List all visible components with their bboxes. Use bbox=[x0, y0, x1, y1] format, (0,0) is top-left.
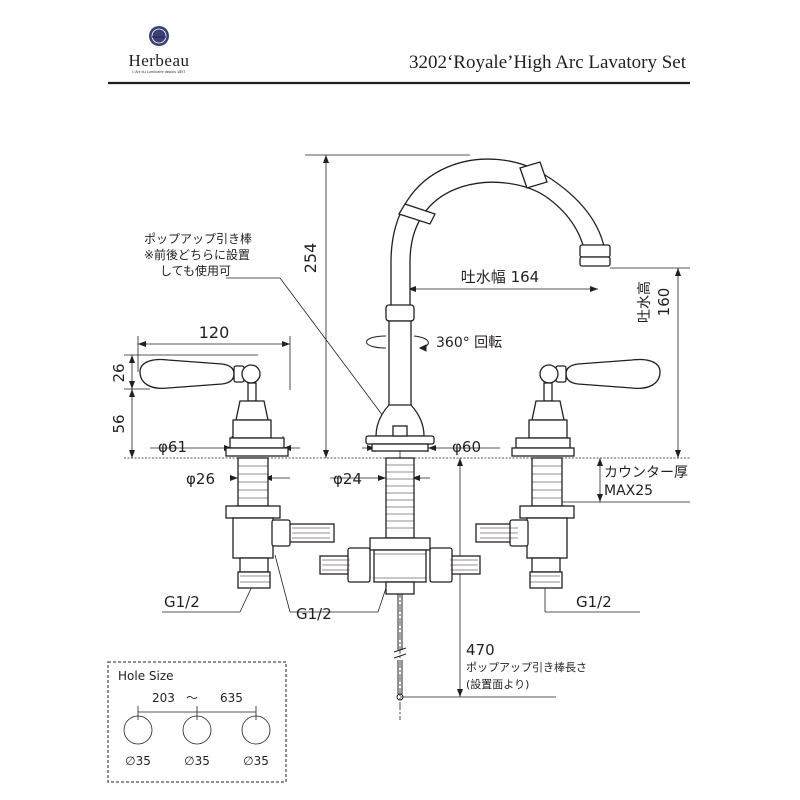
rotation-arrow bbox=[366, 335, 429, 352]
handle-flange-dia-label: φ61 bbox=[158, 438, 187, 456]
center-shank bbox=[385, 457, 415, 539]
page-title: 3202‘Royale’High Arc Lavatory Set bbox=[409, 52, 687, 73]
hole-diameter-3: ∅35 bbox=[243, 754, 269, 768]
handle-shank-dia-label: φ26 bbox=[186, 470, 215, 488]
spout-rings bbox=[398, 161, 611, 267]
brand-name: Herbeau bbox=[128, 51, 189, 70]
popup-rod-note-line2: ※前後どちらに設置 bbox=[144, 247, 250, 262]
thread-right-label: G1/2 bbox=[576, 593, 612, 611]
annotation-labels: ポップアップ引き棒 ※前後どちらに設置 しても使用可 360° 回転 カウンター… bbox=[144, 232, 688, 691]
popup-rod bbox=[393, 594, 407, 701]
braided-hoses bbox=[271, 519, 529, 583]
popup-rod-note-line3: しても使用可 bbox=[160, 263, 231, 278]
spout-flange-dia-label: φ60 bbox=[452, 438, 481, 456]
handle-height-label: 26 bbox=[110, 363, 128, 382]
center-mixing-body bbox=[373, 549, 427, 583]
spout-height-value: 160 bbox=[655, 288, 673, 317]
dimension-labels: 254 吐水幅 164 吐水高 160 120 26 56 φ61 φ60 φ2… bbox=[110, 243, 673, 623]
spout-shank-dia-label: φ24 bbox=[333, 470, 362, 488]
height-total-label: 254 bbox=[301, 243, 320, 274]
popup-rod-note-line1: ポップアップ引き棒 bbox=[144, 232, 252, 246]
hole-circle bbox=[182, 715, 212, 745]
hole-size-panel: Hole Size 203 ～ 635 ∅35 ∅35 ∅35 bbox=[107, 661, 287, 783]
hole-circle bbox=[123, 715, 153, 745]
popup-length-value: 470 bbox=[466, 641, 495, 659]
thread-center-label: G1/2 bbox=[296, 605, 332, 623]
handle-width-label: 120 bbox=[199, 323, 230, 342]
popup-length-line2: (設置面より) bbox=[466, 677, 529, 691]
faucet-body bbox=[139, 158, 661, 595]
dimension-arrows bbox=[129, 155, 681, 697]
valve-height-label: 56 bbox=[110, 414, 128, 433]
hole-diameter-1: ∅35 bbox=[125, 754, 151, 768]
hole-circle bbox=[241, 715, 271, 745]
counter-thickness-line2: MAX25 bbox=[604, 483, 653, 499]
brand-tagline: L'Art du Luminaire depuis 1857 bbox=[132, 70, 185, 74]
hole-size-box bbox=[107, 661, 287, 783]
thread-details bbox=[238, 464, 562, 583]
thread-left-label: G1/2 bbox=[164, 593, 200, 611]
hole-min-spacing: 203 bbox=[152, 691, 175, 705]
rotation-label: 360° 回転 bbox=[436, 335, 502, 351]
brand-logo: HERBEAU Herbeau L'Art du Luminaire depui… bbox=[128, 26, 189, 74]
spout-reach-label: 吐水幅 164 bbox=[461, 268, 539, 286]
hole-max-spacing: 635 bbox=[220, 691, 243, 705]
popup-length-line1: ポップアップ引き棒長さ bbox=[466, 660, 587, 674]
hole-spacing-tilde: ～ bbox=[186, 691, 198, 705]
hole-diameter-2: ∅35 bbox=[184, 754, 210, 768]
spout-height-label: 吐水高 bbox=[636, 281, 653, 323]
brand-badge-text: HERBEAU bbox=[152, 35, 166, 39]
hole-size-title: Hole Size bbox=[118, 669, 174, 683]
counter-thickness-line1: カウンター厚 bbox=[604, 465, 688, 481]
